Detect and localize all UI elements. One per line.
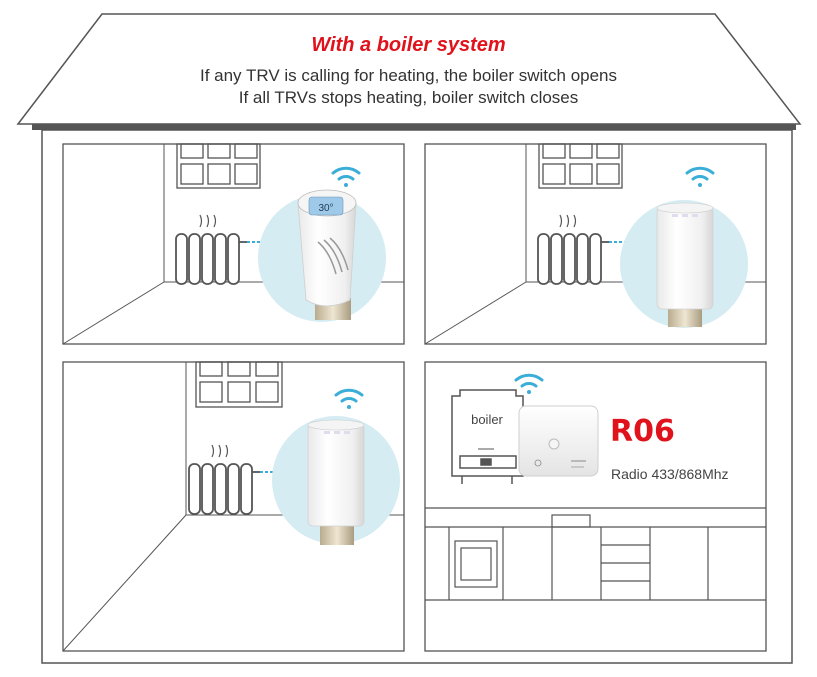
- window-icon: [538, 143, 623, 189]
- trv-display-temp: 30°: [318, 203, 333, 214]
- roof: [16, 13, 802, 130]
- receiver-device: [518, 405, 599, 477]
- boiler-icon: [451, 389, 524, 484]
- wifi-icon: [685, 166, 715, 187]
- room-bottom-right: [424, 361, 767, 652]
- kitchen-counter: [425, 507, 766, 601]
- trv-device: [272, 416, 400, 545]
- description-line-1: If any TRV is calling for heating, the b…: [199, 66, 618, 85]
- description-line-2: If all TRVs stops heating, boiler switch…: [238, 88, 579, 107]
- diagram-title: With a boiler system: [311, 34, 506, 56]
- radiator-icon: [537, 214, 609, 285]
- wifi-icon: [331, 166, 361, 187]
- boiler-label: boiler: [471, 412, 503, 427]
- radiator-icon: [175, 214, 247, 285]
- trv-device: [620, 200, 748, 328]
- trv-device-display: 30°: [258, 189, 386, 322]
- radiator-icon: [188, 444, 260, 515]
- window-icon: [195, 361, 283, 408]
- radio-frequency-label: Radio 433/868Mhz: [611, 466, 729, 482]
- model-label: R06: [610, 414, 675, 449]
- wifi-icon: [334, 388, 364, 409]
- window-icon: [176, 143, 261, 189]
- wifi-icon: [514, 373, 544, 394]
